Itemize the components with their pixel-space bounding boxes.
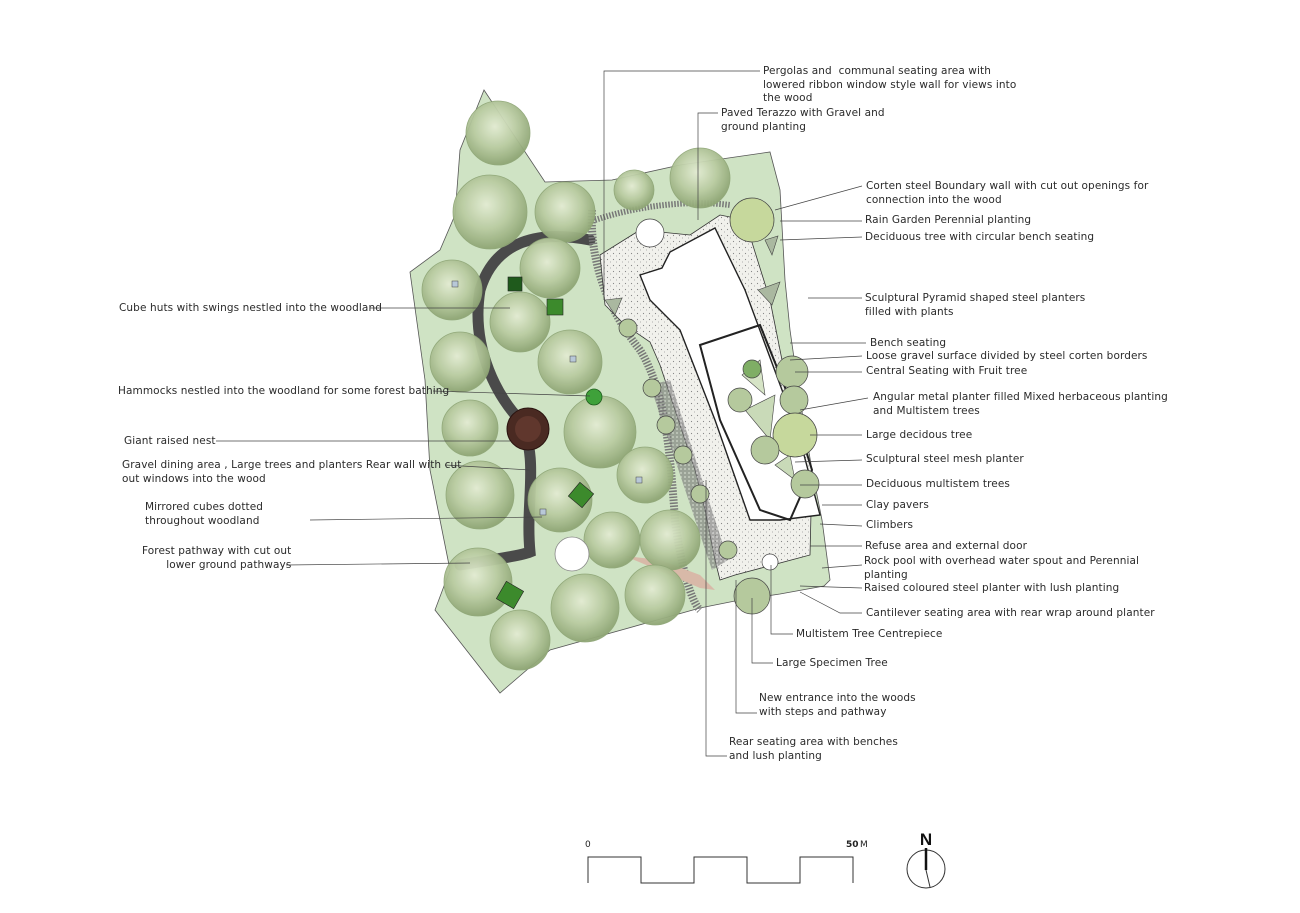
label-bench-seating: Bench seating <box>870 337 947 349</box>
label-rain-garden: Rain Garden Perennial planting <box>865 214 1032 226</box>
leader-lines <box>216 70 869 757</box>
woodland-tree <box>616 446 674 504</box>
label-rear-seating: Rear seating area with benches and lush … <box>729 736 898 762</box>
label-centrepiece: Multistem Tree Centrepiece <box>796 628 943 640</box>
label-deciduous-bench: Deciduous tree with circular bench seati… <box>865 231 1095 243</box>
label-paved-terazzo: Paved Terazzo with Gravel and ground pla… <box>721 107 885 133</box>
feature-tree <box>742 359 762 379</box>
feature-tree <box>618 318 638 338</box>
woodland-tree <box>583 511 641 569</box>
label-raised-planter: Raised coloured steel planter with lush … <box>864 582 1120 594</box>
woodland-clearing <box>554 536 590 572</box>
mirrored-cube-2 <box>569 355 577 363</box>
label-central-seating: Central Seating with Fruit tree <box>866 365 1028 377</box>
label-angular-planter: Angular metal planter filled Mixed herba… <box>873 391 1168 417</box>
woodland-tree <box>527 467 593 533</box>
label-cube-huts: Cube huts with swings nestled into the w… <box>119 302 382 314</box>
feature-tree <box>690 484 710 504</box>
label-mesh-planter: Sculptural steel mesh planter <box>866 453 1024 465</box>
label-forest-pathway: Forest pathway with cut out lower ground… <box>142 545 292 571</box>
woodland-tree <box>669 147 731 209</box>
feature-tree <box>718 540 738 560</box>
label-climbers: Climbers <box>866 519 914 531</box>
scale-unit-label: M <box>860 840 868 850</box>
label-large-deciduous: Large decidous tree <box>866 429 973 441</box>
mirrored-cube-3 <box>539 508 547 516</box>
pyramid-planter-3 <box>604 297 623 316</box>
gravel-path-top <box>594 200 731 223</box>
feature-tree <box>790 469 820 499</box>
woodland-tree <box>489 291 551 353</box>
scale-start-label: 0 <box>585 840 591 850</box>
mirrored-cube-4 <box>635 476 643 484</box>
north-label: N <box>920 830 932 849</box>
woodland-tree <box>465 100 531 166</box>
mesh-planter <box>774 454 796 481</box>
forest-pathway <box>454 231 596 571</box>
scale-bar <box>587 856 854 884</box>
woodland-tree <box>639 509 701 571</box>
label-pyramid-planters: Sculptural Pyramid shaped steel planters… <box>865 292 1086 318</box>
hammock <box>585 388 603 406</box>
feature-tree <box>656 415 676 435</box>
label-new-entrance: New entrance into the woods with steps a… <box>759 692 916 718</box>
woodland-tree <box>534 181 596 243</box>
woodland-tree <box>443 547 513 617</box>
feature-tree <box>635 218 665 248</box>
feature-tree <box>673 445 693 465</box>
woodland-tree <box>445 460 515 530</box>
angular-planter-2 <box>744 394 776 441</box>
label-specimen-tree: Large Specimen Tree <box>776 657 888 669</box>
label-corten-wall: Corten steel Boundary wall with cut out … <box>866 180 1149 206</box>
pyramid-planter-2 <box>764 235 779 256</box>
label-cantilever: Cantilever seating area with rear wrap a… <box>866 607 1155 619</box>
woodland-tree <box>452 174 528 250</box>
giant-raised-nest-inner <box>515 416 541 442</box>
woodland-tree <box>624 564 686 626</box>
woodland-tree <box>613 169 655 211</box>
label-gravel-dining: Gravel dining area , Large trees and pla… <box>122 459 462 485</box>
label-refuse-area: Refuse area and external door <box>865 540 1028 552</box>
feature-tree <box>729 197 775 243</box>
cube-hut-3 <box>567 481 595 509</box>
label-giant-nest: Giant raised nest <box>124 435 216 447</box>
woodland-tree <box>429 331 491 393</box>
label-pergolas: Pergolas and communal seating area with … <box>763 65 1017 104</box>
label-multistem-trees: Deciduous multistem trees <box>866 478 1010 490</box>
woodland-tree <box>441 399 499 457</box>
label-clay-pavers: Clay pavers <box>866 499 929 511</box>
cube-hut-1 <box>507 276 523 292</box>
mirrored-cube-1 <box>451 280 459 288</box>
label-loose-gravel: Loose gravel surface divided by steel co… <box>866 350 1148 362</box>
feature-tree <box>750 435 780 465</box>
feature-tree <box>727 387 753 413</box>
feature-tree <box>642 378 662 398</box>
feature-tree <box>761 553 779 571</box>
label-mirrored-cubes: Mirrored cubes dotted throughout woodlan… <box>145 501 264 527</box>
woodland-tree <box>489 609 551 671</box>
north-arrow-tail <box>925 869 931 888</box>
woodland-trees <box>421 100 731 671</box>
label-rock-pool: Rock pool with overhead water spout and … <box>864 555 1140 581</box>
woodland-tree <box>421 259 483 321</box>
woodland-tree <box>519 237 581 299</box>
pyramid-planter-1 <box>757 281 781 306</box>
woodland-tree <box>550 573 620 643</box>
cube-hut-2 <box>546 298 564 316</box>
scale-end-label: 50 <box>846 840 859 850</box>
label-hammocks: Hammocks nestled into the woodland for s… <box>118 385 450 397</box>
cube-hut-4 <box>495 580 525 610</box>
feature-tree <box>779 385 809 415</box>
